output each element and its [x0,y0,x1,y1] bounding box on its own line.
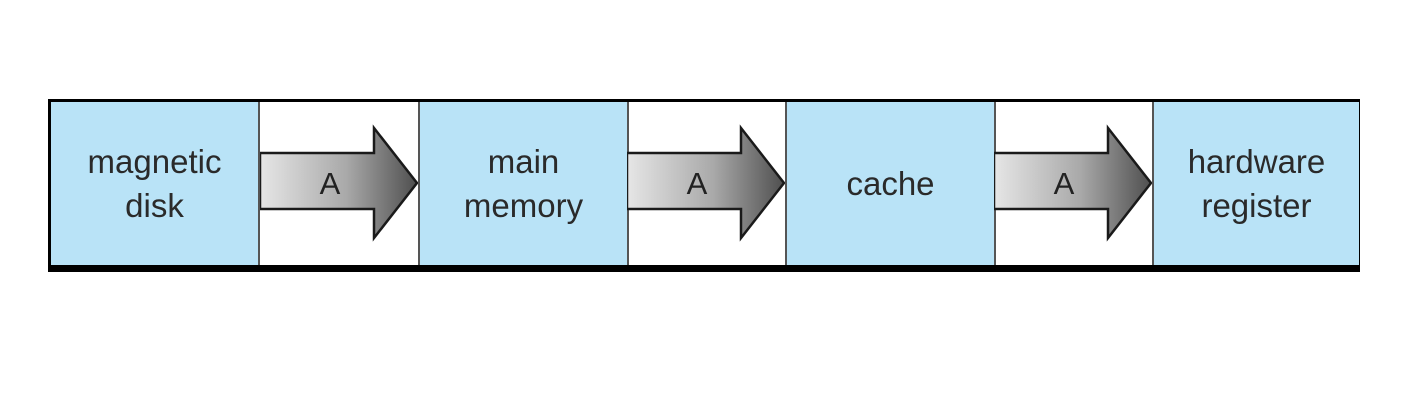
stage-magnetic-disk: magnetic disk [51,102,260,265]
arrow-label: A [319,165,341,201]
migration-arrow: A [260,102,420,265]
right-arrow-icon [260,124,419,242]
migration-arrow: A [627,102,787,265]
stage-main-memory: main memory [418,102,629,265]
right-arrow-icon [627,124,786,242]
right-arrow-icon [994,124,1153,242]
storage-hierarchy-diagram: magnetic disk A main memory [48,99,1360,272]
arrow-label: A [1053,165,1075,201]
migration-arrow: A [994,102,1154,265]
stage-hardware-register: hardware register [1152,102,1359,265]
stage-cache: cache [785,102,996,265]
diagram-body: magnetic disk A main memory [51,102,1359,265]
arrow-label: A [686,165,708,201]
